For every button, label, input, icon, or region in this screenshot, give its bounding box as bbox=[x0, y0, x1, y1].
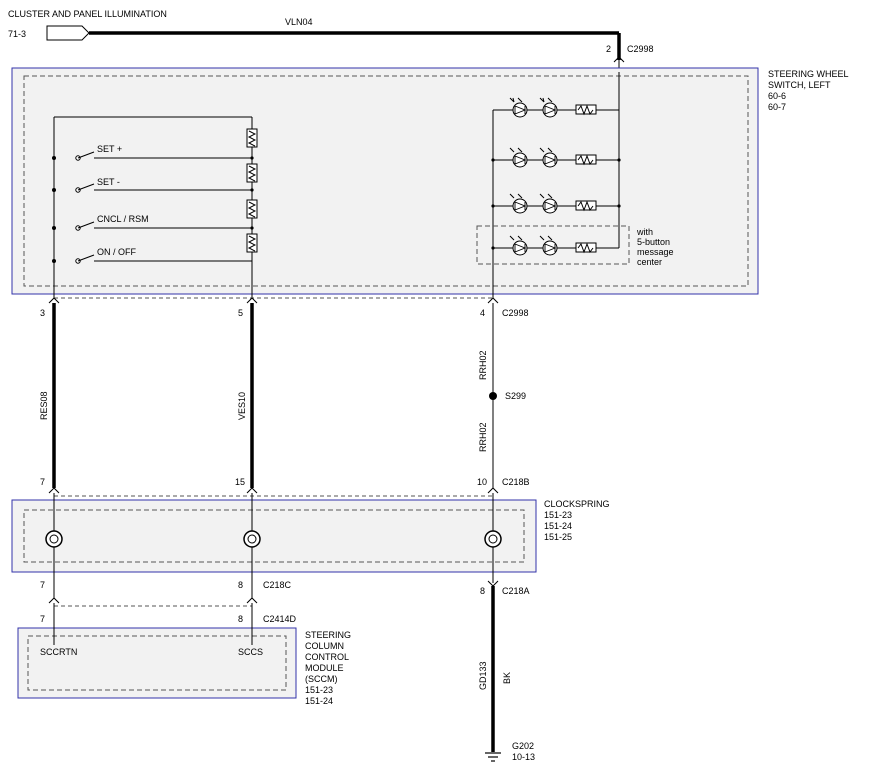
clockspring-title: CLOCKSPRING bbox=[544, 499, 610, 509]
clockspring-ref-2: 151-24 bbox=[544, 521, 572, 531]
led-row-3 bbox=[491, 193, 621, 214]
switch-cncl-rsm-icon bbox=[52, 221, 254, 231]
led-row-1 bbox=[493, 97, 619, 118]
c2414d-pin-7: 7 bbox=[40, 614, 45, 624]
resistor-icon bbox=[246, 163, 258, 183]
ground-name: G202 bbox=[512, 741, 534, 751]
c2998-pin4-connector-icon bbox=[487, 297, 499, 304]
sws-ref-1: 60-6 bbox=[768, 91, 786, 101]
c2998-pin-5: 5 bbox=[238, 308, 243, 318]
c218b-label: C218B bbox=[502, 477, 530, 487]
clockspring-inner bbox=[23, 509, 525, 563]
five-button-option-box bbox=[476, 225, 630, 265]
splice-s299-label: S299 bbox=[505, 391, 526, 401]
sccm-title-1: STEERING bbox=[305, 630, 351, 640]
option-note-2: 5-button bbox=[637, 237, 670, 247]
c2414d-pin8-connector-icon bbox=[246, 597, 258, 604]
resistor-icon bbox=[246, 233, 258, 253]
c2414d-pin-8: 8 bbox=[238, 614, 243, 624]
c2414d-label: C2414D bbox=[263, 614, 297, 624]
splice-s299-icon bbox=[489, 392, 497, 400]
sccm-title-4: MODULE bbox=[305, 663, 344, 673]
c218c-pin-7: 7 bbox=[40, 580, 45, 590]
ves10-label: VES10 bbox=[237, 392, 247, 420]
header-title: CLUSTER AND PANEL ILLUMINATION bbox=[8, 9, 167, 19]
c2998-pin-3: 3 bbox=[40, 308, 45, 318]
c2998-pin5-connector-icon bbox=[246, 297, 258, 304]
gd133-label: GD133 bbox=[478, 661, 488, 690]
option-note-3: message bbox=[637, 247, 674, 257]
clockspring-ref-3: 151-25 bbox=[544, 532, 572, 542]
clockspring-ref-1: 151-23 bbox=[544, 510, 572, 520]
resistor-icon bbox=[246, 128, 258, 148]
sccm-box bbox=[17, 627, 297, 699]
sccm-title-5: (SCCM) bbox=[305, 674, 338, 684]
option-note-4: center bbox=[637, 257, 662, 267]
clockspring-coils bbox=[45, 493, 502, 583]
switch-label-set-minus: SET - bbox=[97, 177, 120, 187]
vln04-pin: 2 bbox=[606, 44, 611, 54]
c218b-pin-7: 7 bbox=[40, 477, 45, 487]
sccm-ref-1: 151-23 bbox=[305, 685, 333, 695]
c218a-pin-8: 8 bbox=[480, 586, 485, 596]
rrh02-lower-label: RRH02 bbox=[478, 422, 488, 452]
c218a-label: C218A bbox=[502, 586, 530, 596]
switch-set-plus-icon bbox=[52, 151, 254, 161]
clockspring-coil-icon bbox=[243, 530, 261, 548]
header-ref: 71-3 bbox=[8, 29, 26, 39]
switch-label-cncl-rsm: CNCL / RSM bbox=[97, 214, 149, 224]
ground-icon bbox=[485, 752, 501, 762]
clockspring-box bbox=[11, 499, 537, 573]
switch-on-off-icon bbox=[52, 254, 252, 264]
sccm-title-2: COLUMN bbox=[305, 641, 344, 651]
steering-wheel-switch-box bbox=[11, 67, 759, 295]
ground-ref: 10-13 bbox=[512, 752, 535, 762]
vln04-label: VLN04 bbox=[285, 17, 313, 27]
c2414d-pin7-connector-icon bbox=[48, 597, 60, 604]
led-network bbox=[476, 72, 630, 298]
resistor-icon bbox=[246, 199, 258, 219]
c218c-pin-8: 8 bbox=[238, 580, 243, 590]
sccm-pin-sccrtn: SCCRTN bbox=[40, 647, 77, 657]
c218b-pin-10: 10 bbox=[477, 477, 487, 487]
led-row-2 bbox=[491, 147, 621, 168]
clockspring-coil-icon bbox=[484, 530, 502, 548]
c218b-pin10-connector-icon bbox=[487, 487, 499, 494]
c2998-label: C2998 bbox=[502, 308, 529, 318]
sccm-ref-2: 151-24 bbox=[305, 696, 333, 706]
c2998-pin3-connector-icon bbox=[48, 297, 60, 304]
sws-ref-2: 60-7 bbox=[768, 102, 786, 112]
sccm-title-3: CONTROL bbox=[305, 652, 349, 662]
switch-label-set-plus: SET + bbox=[97, 144, 122, 154]
res08-label: RES08 bbox=[39, 391, 49, 420]
clockspring-coil-icon bbox=[45, 530, 63, 548]
c218b-pin7-connector-icon bbox=[48, 487, 60, 494]
sccm-inner bbox=[27, 635, 287, 691]
c218b-pin-15: 15 bbox=[235, 477, 245, 487]
switch-label-on-off: ON / OFF bbox=[97, 247, 136, 257]
switch-set-minus-icon bbox=[52, 183, 254, 193]
option-note-1: with bbox=[636, 227, 653, 237]
sws-title-2: SWITCH, LEFT bbox=[768, 80, 831, 90]
sws-title-1: STEERING WHEEL bbox=[768, 69, 849, 79]
page-reference-connector-icon bbox=[46, 25, 90, 41]
c2998-top-label: C2998 bbox=[627, 44, 654, 54]
c218b-pin15-connector-icon bbox=[246, 487, 258, 494]
sccm-pin-sccs: SCCS bbox=[238, 647, 263, 657]
c2998-pin-4: 4 bbox=[480, 308, 485, 318]
led-row-4 bbox=[491, 235, 619, 256]
gd133-color-label: BK bbox=[502, 672, 512, 684]
c218c-label: C218C bbox=[263, 580, 292, 590]
switch-ladder bbox=[52, 116, 258, 298]
rrh02-upper-label: RRH02 bbox=[478, 350, 488, 380]
steering-wheel-switch-inner bbox=[23, 75, 749, 287]
